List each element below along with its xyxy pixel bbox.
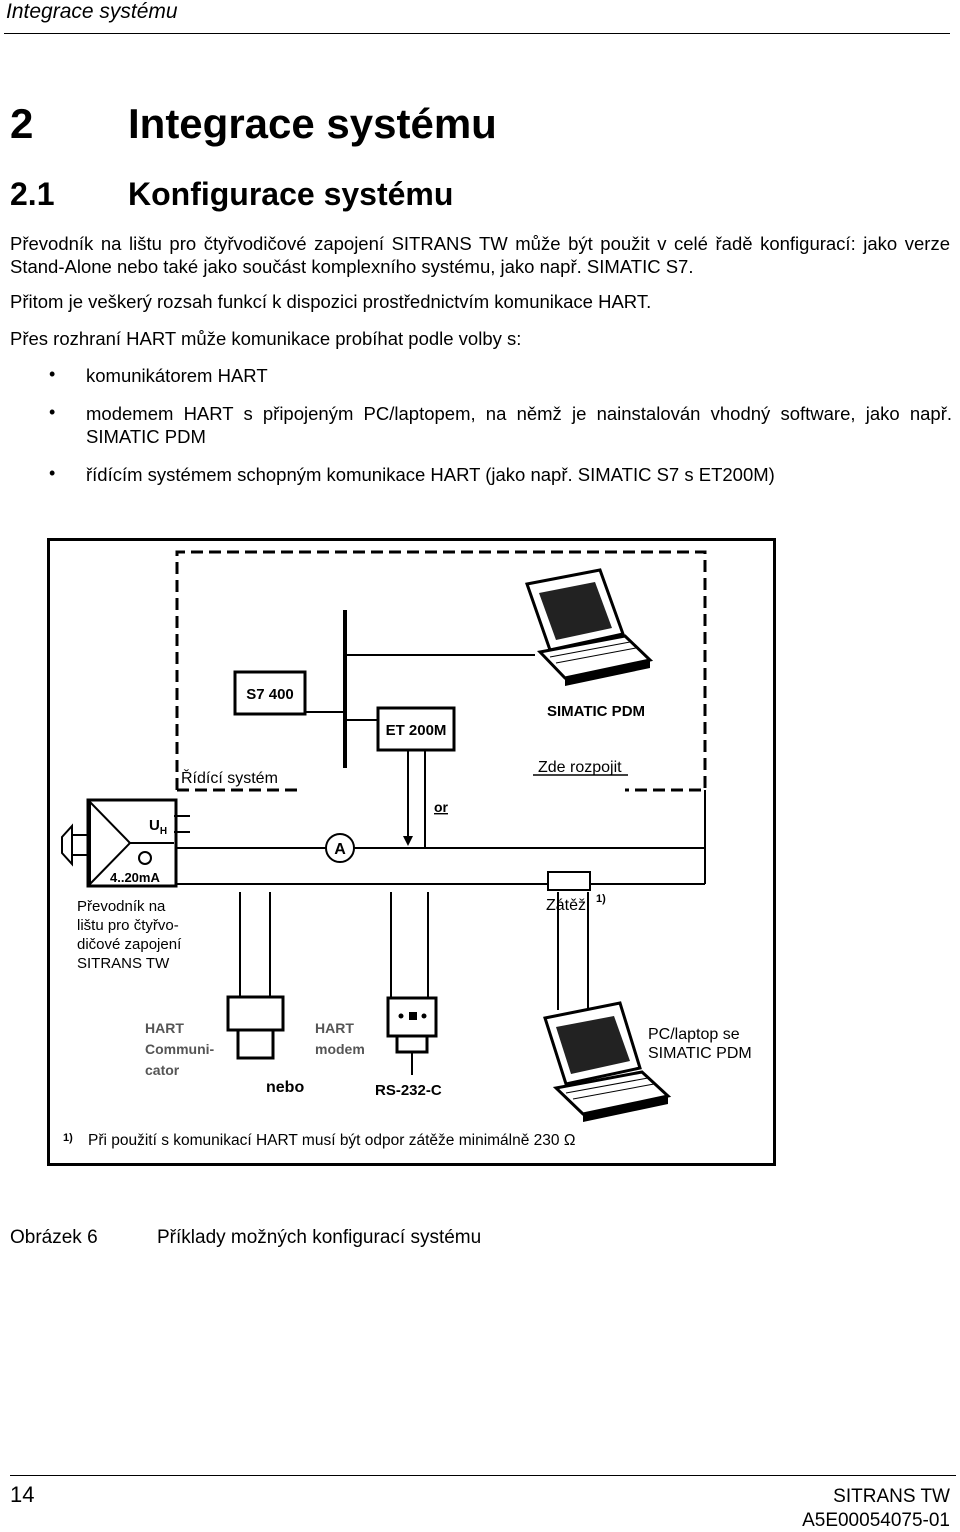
hart-communicator-label: HART Communi- cator bbox=[145, 1020, 218, 1078]
or-cz-label: nebo bbox=[266, 1079, 304, 1096]
sensor-input-icon bbox=[61, 823, 73, 867]
et200m-module bbox=[376, 706, 456, 752]
footnote-mark: 1) bbox=[63, 1132, 73, 1144]
bullet-item: komunikátorem HART bbox=[86, 365, 268, 386]
hart-communicator-icon bbox=[226, 995, 285, 1032]
laptop-icon bbox=[525, 568, 654, 686]
load-label: Zátěž bbox=[546, 897, 586, 914]
chapter-title: Integrace systému bbox=[128, 100, 497, 147]
simatic-pdm-label: SIMATIC PDM bbox=[547, 703, 645, 720]
section-number: 2.1 bbox=[10, 176, 55, 212]
bullet-dot: • bbox=[49, 463, 56, 483]
paragraph-hart-functions: Přitom je veškerý rozsah funkcí k dispoz… bbox=[10, 291, 652, 312]
ammeter-icon bbox=[325, 833, 355, 863]
figure-caption-label: Obrázek 6 bbox=[10, 1227, 98, 1248]
load-footnote-mark: 1) bbox=[596, 893, 606, 905]
bullet-dot: • bbox=[49, 364, 56, 384]
transmitter-label: Převodník na lištu pro čtyřvo- dičové za… bbox=[77, 898, 185, 972]
page-number: 14 bbox=[10, 1482, 35, 1507]
bullet-item: modemem HART s připojeným PC/laptopem, n… bbox=[86, 403, 952, 447]
et200m-label: ET 200M bbox=[386, 722, 447, 739]
footer-doc-id: A5E00054075-01 bbox=[802, 1510, 950, 1531]
section-title: Konfigurace systému bbox=[128, 176, 454, 212]
footer-product: SITRANS TW bbox=[833, 1486, 950, 1507]
bullet-item: řídícím systémem schopným komunikace HAR… bbox=[86, 464, 775, 485]
chapter-number: 2 bbox=[10, 100, 34, 147]
figure-frame bbox=[47, 538, 776, 1166]
load-resistor bbox=[547, 871, 591, 891]
figure-caption-text: Příklady možných konfigurací systému bbox=[157, 1227, 482, 1248]
footnote-text: Při použití s komunikací HART musí být o… bbox=[88, 1132, 575, 1149]
running-header: Integrace systému bbox=[6, 0, 178, 23]
control-system-boundary bbox=[175, 550, 707, 792]
current-range-label: 4..20mA bbox=[110, 870, 160, 885]
current-source-icon bbox=[138, 851, 152, 865]
control-system-label: Řídící systém bbox=[181, 768, 278, 787]
bullet-dot: • bbox=[49, 402, 56, 422]
header-rule bbox=[4, 33, 950, 34]
s7-400-module bbox=[233, 670, 307, 716]
rs232-label: RS-232-C bbox=[375, 1082, 442, 1099]
s7-400-label: S7 400 bbox=[246, 686, 294, 703]
uh-label: UH bbox=[149, 817, 167, 837]
pc-laptop-icon bbox=[543, 1001, 672, 1122]
paragraph-intro: Převodník na lištu pro čtyřvodičové zapo… bbox=[10, 233, 950, 277]
ammeter-label: A bbox=[334, 841, 346, 858]
pc-laptop-label: PC/laptop se SIMATIC PDM bbox=[648, 1026, 752, 1062]
hart-modem-label: HART modem bbox=[315, 1020, 365, 1057]
transmitter-triangle bbox=[89, 799, 132, 887]
disconnect-here-label: Zde rozpojit bbox=[538, 759, 622, 776]
tap-arrow-icon bbox=[403, 836, 413, 846]
paragraph-hart-options: Přes rozhraní HART může komunikace probí… bbox=[10, 328, 522, 349]
footer-rule bbox=[10, 1475, 956, 1476]
or-label: or bbox=[434, 799, 449, 815]
